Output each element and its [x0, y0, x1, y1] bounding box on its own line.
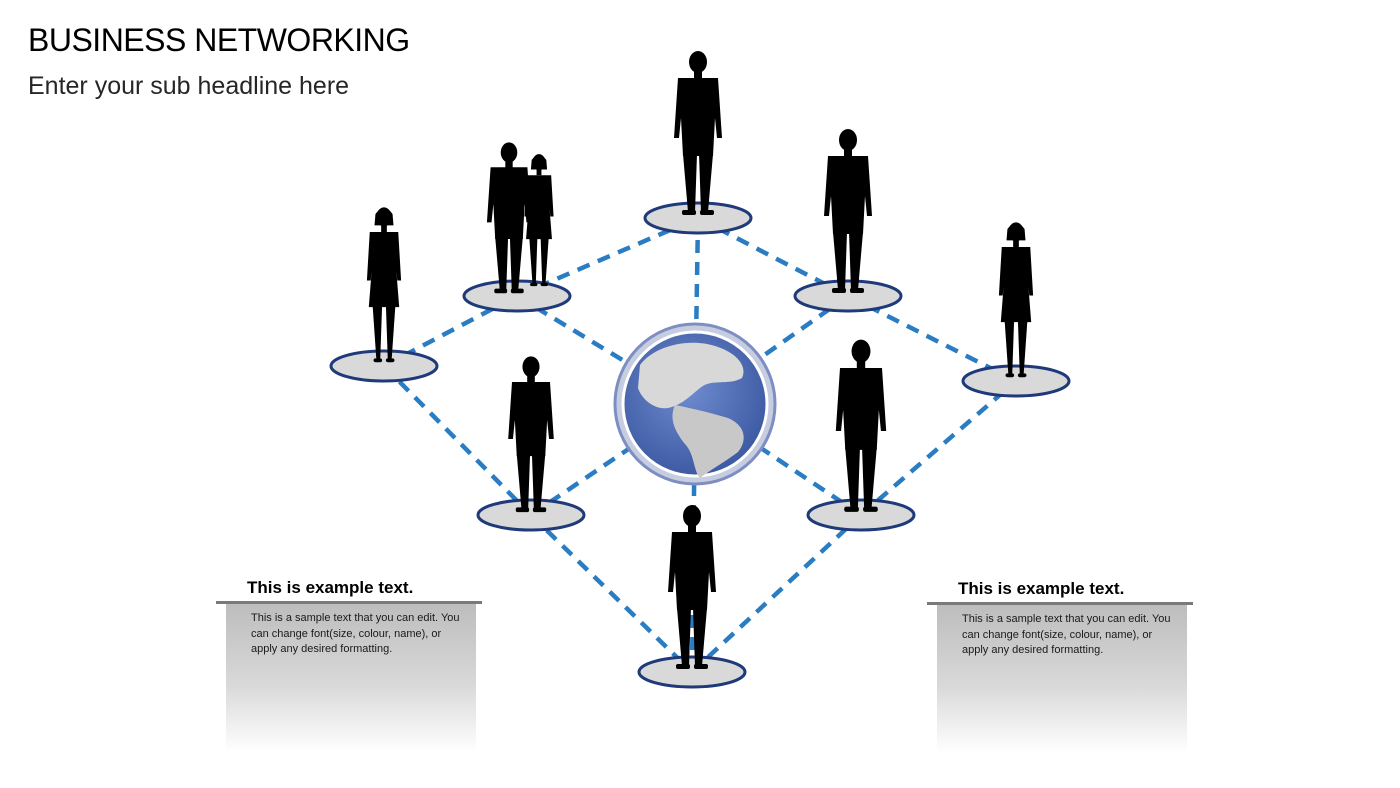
node-upper-right: [793, 129, 903, 313]
info-box-divider: [927, 602, 1193, 605]
link-lower-right-right: [859, 379, 1018, 517]
info-box-left: This is example text. This is a sample t…: [216, 575, 482, 752]
info-box-right: This is example text. This is a sample t…: [927, 576, 1193, 753]
slide-title: BUSINESS NETWORKING: [28, 22, 410, 58]
node-left: [329, 207, 439, 383]
info-box-body: This is a sample text that you can edit.…: [226, 604, 476, 752]
node-top: [643, 51, 753, 235]
node-right: [961, 222, 1071, 398]
businesswoman-standing-icon: [998, 222, 1034, 378]
businessman-with-tablet-icon: [835, 339, 887, 512]
platform-top: [643, 201, 753, 235]
business-couple-icon: [486, 142, 554, 294]
link-lower-left-bottom: [529, 513, 694, 674]
platform-bottom: [637, 655, 747, 689]
platform-upper-right: [793, 279, 903, 313]
platform-lower-left: [476, 498, 586, 532]
businessman-with-briefcase-icon: [508, 356, 554, 513]
info-box-body: This is a sample text that you can edit.…: [937, 605, 1187, 753]
businessman-arms-down-icon: [824, 129, 872, 293]
node-lower-left: [476, 356, 586, 532]
businessman-hands-in-pockets-icon: [674, 51, 722, 215]
platform-right: [961, 364, 1071, 398]
platform-lower-right: [806, 498, 916, 532]
businesswoman-thinking-icon: [366, 207, 402, 363]
info-box-text: This is a sample text that you can edit.…: [251, 612, 460, 655]
node-lower-right: [806, 339, 916, 532]
link-bottom-lower-right: [690, 513, 863, 674]
link-left-lower-left: [382, 364, 533, 517]
info-box-title: This is example text.: [247, 578, 414, 597]
info-box-divider: [216, 601, 482, 604]
platform-left: [329, 349, 439, 383]
info-box-title: This is example text.: [958, 579, 1125, 598]
link-upper-left-center: [515, 294, 697, 406]
globe: [613, 322, 777, 486]
info-box-text: This is a sample text that you can edit.…: [962, 613, 1171, 656]
slide-subtitle: Enter your sub headline here: [28, 72, 350, 100]
node-bottom: [637, 505, 747, 689]
network-nodes: [329, 51, 1071, 689]
node-upper-left: [462, 142, 572, 313]
globe-landmass-south: [672, 405, 744, 478]
globe-landmass-north: [638, 342, 744, 409]
